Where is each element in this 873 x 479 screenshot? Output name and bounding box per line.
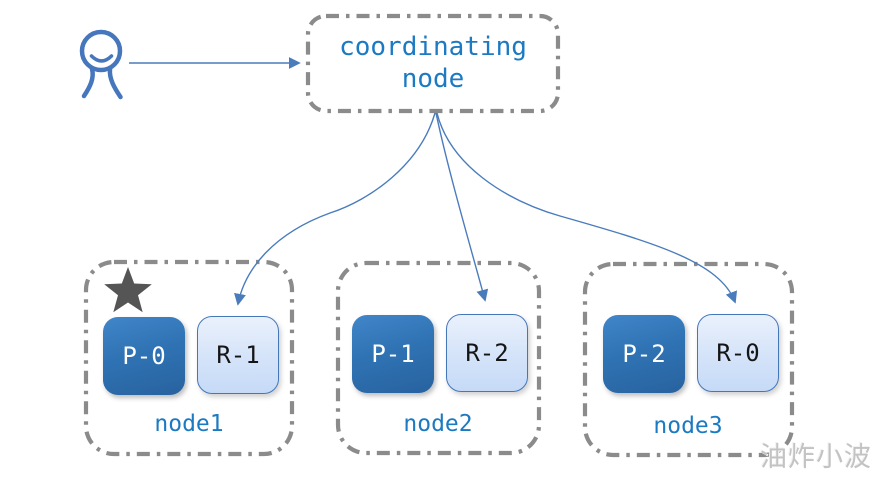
primary-shard-node2: P-1 <box>352 315 434 393</box>
star-icon <box>104 267 152 313</box>
node2-box <box>335 260 542 456</box>
replica-shard-node1: R-1 <box>197 316 279 394</box>
node3-label: node3 <box>653 413 723 439</box>
arrow-to-node3 <box>436 112 738 304</box>
node2-label: node2 <box>403 411 473 437</box>
coordinating-node-box <box>305 13 561 114</box>
replica-shard-node3: R-0 <box>697 314 779 392</box>
primary-shard-node1: P-0 <box>103 317 185 395</box>
replica-shard-node2: R-2 <box>446 314 528 392</box>
watermark: 油炸小波 <box>760 442 872 473</box>
arrow-to-node1 <box>234 112 436 306</box>
primary-shard-node3: P-2 <box>603 315 685 393</box>
node1-box <box>83 259 295 457</box>
coordinating-node-label: coordinating node <box>339 31 527 94</box>
node1-label: node1 <box>154 411 224 437</box>
user-icon <box>79 29 123 100</box>
arrow-to-node2 <box>435 112 489 302</box>
node3-box <box>582 261 795 458</box>
